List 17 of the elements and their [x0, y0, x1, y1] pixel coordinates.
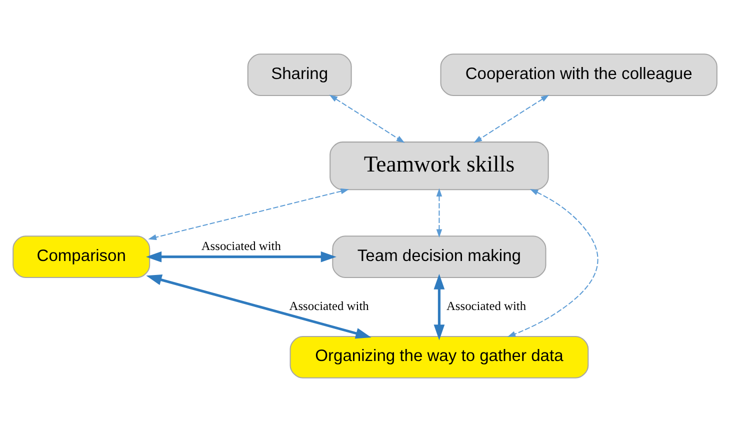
arrow [434, 273, 445, 340]
arrow [148, 188, 350, 240]
edge-label: Associated with [201, 238, 281, 253]
arrow [146, 250, 336, 262]
edge-label: Associated with [289, 298, 369, 313]
node-box: Sharing [247, 53, 352, 96]
node-box: Comparison [12, 235, 150, 278]
node-box: Teamwork skills [330, 141, 549, 190]
arrow [507, 188, 598, 337]
arrow [436, 188, 442, 238]
arrow [329, 94, 405, 142]
arrow [146, 274, 372, 338]
arrow [474, 94, 550, 142]
node-box: Organizing the way to gather data [290, 335, 589, 378]
node-box: Cooperation with the colleague [440, 53, 718, 96]
edge-label: Associated with [446, 298, 526, 313]
node-box: Team decision making [332, 235, 546, 278]
